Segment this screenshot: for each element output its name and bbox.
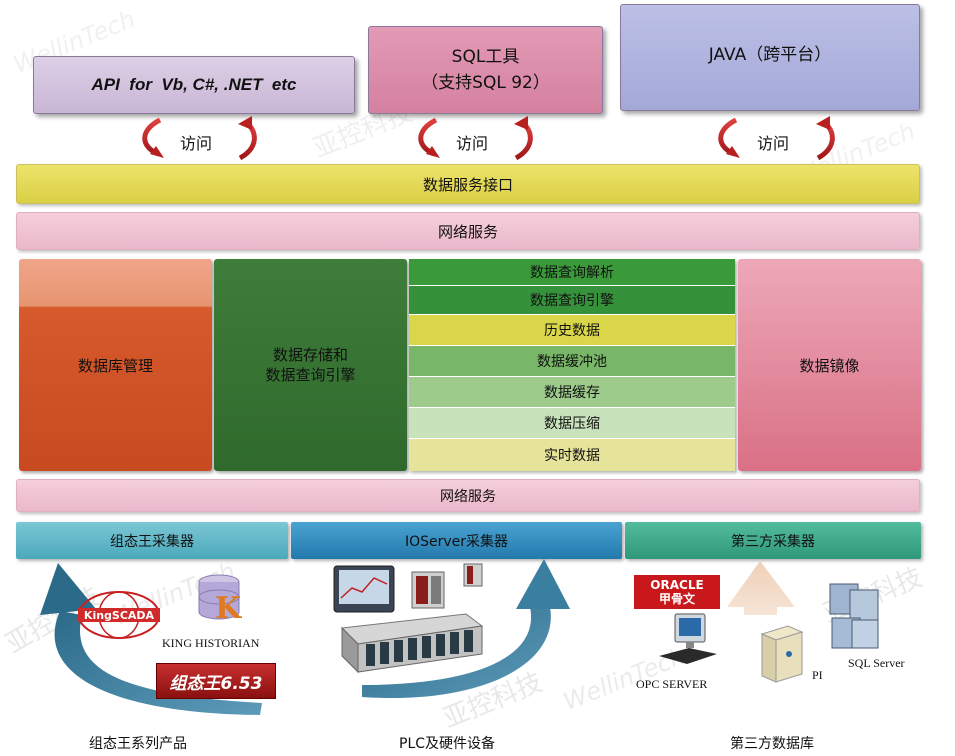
stack-item: 实时数据	[409, 439, 735, 471]
stack-item: 数据压缩	[409, 408, 735, 439]
access-arrows	[142, 116, 835, 161]
svg-text:K: K	[215, 591, 242, 626]
stack-item-label: 数据查询解析	[530, 265, 614, 281]
plc-rack-icon	[336, 610, 486, 676]
king-historian-icon: K	[195, 572, 247, 628]
pi-label: PI	[812, 668, 823, 682]
collector-label: 组态王采集器	[110, 533, 194, 550]
stack-item: 数据缓冲池	[409, 346, 735, 377]
kingscada-globe-icon	[78, 591, 160, 639]
sql-server-label: SQL Server	[848, 656, 905, 670]
opc-server-icon	[655, 612, 721, 666]
arrow-up-icon	[238, 116, 257, 161]
java-label: JAVA（跨平台）	[708, 45, 832, 65]
arrow-down-icon	[718, 117, 740, 158]
arrow-up-icon	[727, 561, 795, 615]
data-service-interface-bar: 数据服务接口	[16, 164, 920, 204]
plc-module-icon	[462, 562, 486, 588]
oracle-logo-text: ORACLE 甲骨文	[650, 578, 704, 606]
api-box-label: API for Vb, C#, .NET etc	[91, 75, 297, 94]
oracle-logo: ORACLE 甲骨文	[634, 575, 720, 609]
pi-server-icon	[758, 624, 806, 686]
access-label: 访问	[757, 134, 790, 153]
arrow-up-icon	[514, 116, 533, 161]
arrow-up-icon	[816, 116, 835, 161]
third-party-collector: 第三方采集器	[625, 522, 921, 559]
sql-tools-box: SQL工具 （支持SQL 92）	[368, 26, 603, 114]
stack-item-label: 数据缓冲池	[537, 354, 607, 370]
kingview-logo: 组态王6.53	[156, 663, 276, 699]
arrow-down-icon	[142, 117, 164, 158]
sql-tools-label: SQL工具 （支持SQL 92）	[421, 47, 550, 93]
kingview-collector: 组态王采集器	[16, 522, 288, 559]
network-service-label: 网络服务	[440, 488, 496, 505]
access-label: 访问	[456, 134, 489, 153]
stack-item: 数据查询解析	[409, 259, 735, 286]
stack-item-label: 数据压缩	[544, 416, 600, 432]
arrow-up-icon	[362, 559, 570, 699]
ioserver-collector: IOServer采集器	[291, 522, 622, 559]
kingscada-logo: KingSCADA	[76, 590, 162, 640]
stack-item-label: 实时数据	[544, 448, 600, 464]
stack-item-label: 历史数据	[544, 323, 600, 339]
network-service-bar-top: 网络服务	[16, 212, 920, 250]
network-service-bar-bottom: 网络服务	[16, 479, 920, 512]
stack-item: 历史数据	[409, 315, 735, 346]
arrow-down-icon	[418, 117, 440, 158]
kingscada-text: KingSCADA	[83, 608, 155, 622]
stack-item-label: 数据查询引擎	[530, 293, 614, 309]
data-mirror-block: 数据镜像	[738, 259, 921, 471]
data-service-interface-label: 数据服务接口	[422, 175, 513, 194]
storage-query-block: 数据存储和 数据查询引擎	[214, 259, 407, 471]
db-management-block: 数据库管理	[19, 259, 212, 471]
king-historian-label: KING HISTORIAN	[162, 636, 260, 650]
opc-server-label: OPC SERVER	[636, 677, 708, 691]
access-label: 访问	[180, 134, 213, 153]
collector-label: IOServer采集器	[404, 533, 509, 550]
data-mirror-label: 数据镜像	[799, 356, 860, 375]
plc-module-icon	[410, 570, 448, 610]
data-stack: 数据查询解析 数据查询引擎 历史数据 数据缓冲池 数据缓存 数据压缩 实时数据	[409, 259, 735, 471]
bottom-label-plc-hardware: PLC及硬件设备	[399, 736, 496, 752]
curved-arrows	[40, 559, 795, 715]
api-box: API for Vb, C#, .NET etc	[33, 56, 355, 114]
hmi-panel-icon	[332, 564, 398, 616]
stack-item: 数据查询引擎	[409, 286, 735, 315]
network-service-label: 网络服务	[437, 222, 498, 241]
stack-item-label: 数据缓存	[544, 385, 600, 401]
arrow-up-icon	[40, 563, 262, 715]
bottom-label-third-party-db: 第三方数据库	[730, 736, 814, 752]
collector-label: 第三方采集器	[731, 533, 815, 550]
sql-server-icon	[826, 580, 882, 652]
kingview-logo-text: 组态王6.53	[169, 673, 263, 694]
java-box: JAVA（跨平台）	[620, 4, 920, 111]
bottom-label-kingview-products: 组态王系列产品	[89, 736, 187, 752]
stack-item: 数据缓存	[409, 377, 735, 408]
db-management-label: 数据库管理	[77, 356, 153, 375]
storage-query-label: 数据存储和 数据查询引擎	[265, 346, 356, 384]
